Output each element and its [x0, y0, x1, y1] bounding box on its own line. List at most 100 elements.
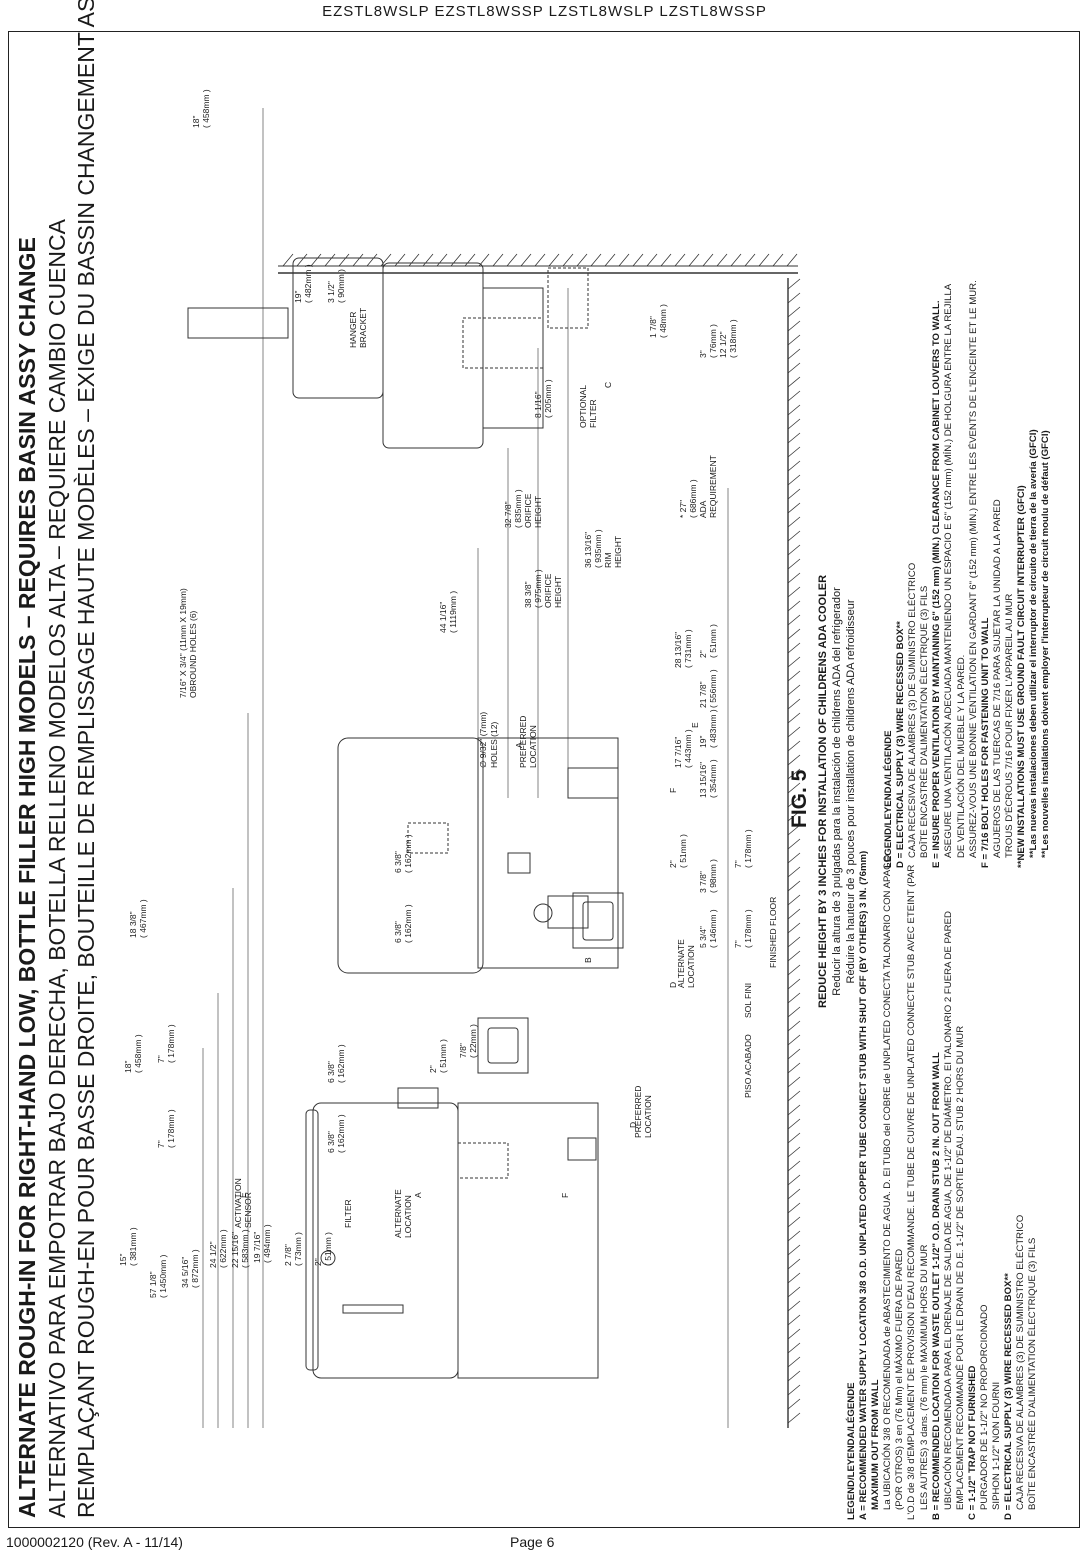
dim-6-3-8-b: 6 3/8"( 162mm )	[326, 1044, 346, 1083]
legend-line: F = 7/16 BOLT HOLES FOR FASTENING UNIT T…	[979, 617, 991, 868]
dim-34-5-16: 34 5/16"( 872mm )	[180, 1249, 200, 1288]
dim-6-3-8-c: 6 3/8"( 162mm )	[393, 904, 413, 943]
rough-in-drawing	[187, 108, 801, 1428]
legend-line: BOÎTE ENCASTRÉE D'ALIMENTATION ÉLECTRIQU…	[1027, 1237, 1039, 1510]
dim-2-d: 2"( 51mm )	[698, 624, 718, 658]
dim-19-r: 19"( 483mm )	[698, 709, 718, 748]
filter-label: FILTER	[343, 1199, 353, 1228]
legend-line: TROUS D'ÉCROUS 7/16 POUR FIXER L'APPAREI…	[1003, 593, 1015, 858]
dim-57-1-8: 57 1/8"( 1450mm )	[148, 1254, 168, 1298]
drawing-frame	[8, 31, 1080, 1528]
dim-3-7-8: 3 7/8"( 98mm )	[698, 859, 718, 893]
dim-17-7-16: 17 7/16"( 443mm )	[673, 729, 693, 768]
dim-28-13-16: 28 13/16"( 731mm )	[673, 629, 693, 668]
legend-line: **NEW INSTALLATIONS MUST USE GROUND FAUL…	[1016, 485, 1028, 868]
dim-18-s: 18"( 458mm )	[191, 89, 211, 128]
callout-c: C	[603, 381, 613, 388]
rotated-sheet: ALTERNATE ROUGH-IN FOR RIGHT-HAND LOW, B…	[8, 0, 1080, 1528]
callout-a-right: A	[514, 742, 524, 748]
callout-f-left: F	[560, 1192, 570, 1198]
dim-1-7-8: 1 7/8"( 48mm )	[648, 304, 668, 338]
floor-label-en: FINISHED FLOOR	[768, 896, 778, 968]
legend-line: PURGADOR DE 1-1/2" NO PROPORCIONADO	[979, 1304, 991, 1510]
callout-f-right: F	[668, 787, 678, 793]
dim-19-s: 19"( 482mm )	[293, 264, 313, 303]
callout-b: B	[583, 957, 593, 963]
legend-line: SIPHON 1-1/2" NON FOURNI	[991, 1381, 1003, 1510]
reduce-en: REDUCE HEIGHT BY 3 INCHES FOR INSTALLATI…	[817, 574, 829, 1008]
obround-holes-label: 7/16" X 3/4" (11mm X 19mm)OBROUND HOLES …	[178, 588, 198, 698]
legend-line: D = ELECTRICAL SUPPLY (3) WIRE RECESSED …	[1003, 1273, 1015, 1520]
dim-18-a: 18"( 458mm )	[123, 1034, 143, 1073]
legend-line: ASEGURE UNA VENTILACIÓN ADECUADA MANTENI…	[943, 283, 955, 858]
legend-line: CAJA RECESIVA DE ALAMBRES (3) DE SUMINIS…	[1015, 1214, 1027, 1510]
legend-line: LEGEND/LEYENDA/LÉGENDE	[883, 730, 894, 868]
dim-21-7-8: 21 7/8"( 556mm )	[698, 669, 718, 708]
dim-12-1-2: 12 1/2"( 318mm )	[718, 319, 738, 358]
dim-19-7-16: 19 7/16"( 494mm )	[252, 1224, 272, 1263]
legend-line: E = INSURE PROPER VENTILATION BY MAINTAI…	[931, 300, 943, 868]
bolt-holes-label: ∅ 9/32" (7mm)HOLES (12)	[478, 711, 499, 768]
callout-e-left: E	[238, 1192, 248, 1198]
legend-line: B = RECOMMENDED LOCATION FOR WASTE OUTLE…	[930, 1052, 942, 1520]
dim-2-c: 2"( 51mm )	[668, 834, 688, 868]
legend-line: BOÎTE ENCASTRÉE D'ALIMENTATION ÉLECTRIQU…	[919, 585, 931, 858]
legend-line: LEGEND/LEYENDA/LÉGENDE	[846, 1382, 857, 1520]
dim-7-d: 7"( 178mm )	[733, 829, 753, 868]
model-header: EZSTL8WSLP EZSTL8WSSP LZSTL8WSLP LZSTL8W…	[322, 3, 767, 20]
dim-15: 15"( 381mm )	[118, 1227, 138, 1266]
callout-a-left: A	[413, 1192, 423, 1198]
dim-8-1-16: 8 1/16"( 205mm )	[533, 379, 553, 418]
dim-2-b: 2"( 51mm )	[428, 1039, 448, 1073]
dim-44-1-16: 44 1/16"( 1119mm )	[438, 590, 458, 633]
dim-18-3-8: 18 3/8"( 467mm )	[128, 899, 148, 938]
dim-3: 3"( 76mm )	[698, 324, 718, 358]
dim-7-c: 7"( 178mm )	[733, 909, 753, 948]
legend-line: LES AUTRES) 3 dans. (76 mm) le MAXIMUM H…	[918, 1244, 930, 1510]
floor-label-fr: SOL FINI	[743, 982, 753, 1018]
floor-label-es: PISO ACABADO	[743, 1034, 753, 1098]
legend-line: L'O.D de 3/8 d'EMPLACEMENT DE PROVISION …	[906, 864, 918, 1520]
dim-22-15-16: 22 15/16"( 583mm )	[230, 1229, 250, 1268]
dim-2-a: 2"( 51mm )	[313, 1232, 333, 1266]
legend-line: MAXIMUM OUT FROM WALL	[870, 1379, 882, 1510]
dim-2-7-8: 2 7/8"( 73mm )	[283, 1232, 303, 1266]
dim-3-1-2: 3 1/2"( 90mm )	[326, 269, 346, 303]
legend-line: **Les nouvelles installations doivent em…	[1040, 430, 1052, 858]
dim-24-1-2: 24 1/2"( 622mm )	[208, 1229, 228, 1268]
legend-line: (POR OTROS) 3 en (76 Mm) el MÁXIMO FUERA…	[894, 1248, 906, 1510]
doc-number: 1000002120 (Rev. A - 11/14)	[6, 1534, 183, 1550]
callout-d-right: D	[668, 981, 678, 988]
legend-line: EMPLACEMENT RECOMMANDÉ POUR LE DRAIN DE …	[954, 1025, 966, 1510]
legend-line: A = RECOMMENDED WATER SUPPLY LOCATION 3/…	[858, 850, 870, 1520]
legend-line: UBICACIÓN RECOMENDADA PARA EL DRENAJE DE…	[942, 911, 954, 1510]
dim-7-8: 7/8"( 22mm )	[458, 1024, 478, 1058]
dim-5-3-4: 5 3/4"( 146mm )	[698, 909, 718, 948]
legend-line: AGUJEROS DE LAS TUERCAS DE 7/16 PARA SUJ…	[991, 499, 1003, 858]
legend-line: La UBICACIÓN 3/8 O RECOMENDADA de ABASTE…	[882, 854, 894, 1510]
legend-line: ASSUREZ-VOUS UNE BONNE VENTILATION EN GA…	[967, 280, 979, 858]
legend-line: **Las nuevas instalaciones deben utiliza…	[1028, 429, 1040, 858]
dim-6-3-8-a: 6 3/8"( 162mm )	[326, 1114, 346, 1153]
legend-line: D = ELECTRICAL SUPPLY (3) WIRE RECESSED …	[895, 621, 907, 868]
figure-label: FIG. 5	[788, 769, 811, 828]
dim-7-a: 7"( 178mm )	[156, 1109, 176, 1148]
legend-line: DE VENTILACIÓN DEL MUEBLE Y LA PARED.	[955, 654, 967, 858]
dim-13-15-16: 13 15/16"( 354mm )	[698, 759, 718, 798]
legend-line: C = 1-1/2" TRAP NOT FURNISHED	[966, 1365, 978, 1520]
dim-6-3-8-d: 6 3/8"( 162mm )	[393, 834, 413, 873]
page-number: Page 6	[510, 1534, 555, 1550]
reduce-es: Reducir la altura de 3 pulgadas para la …	[831, 587, 843, 996]
